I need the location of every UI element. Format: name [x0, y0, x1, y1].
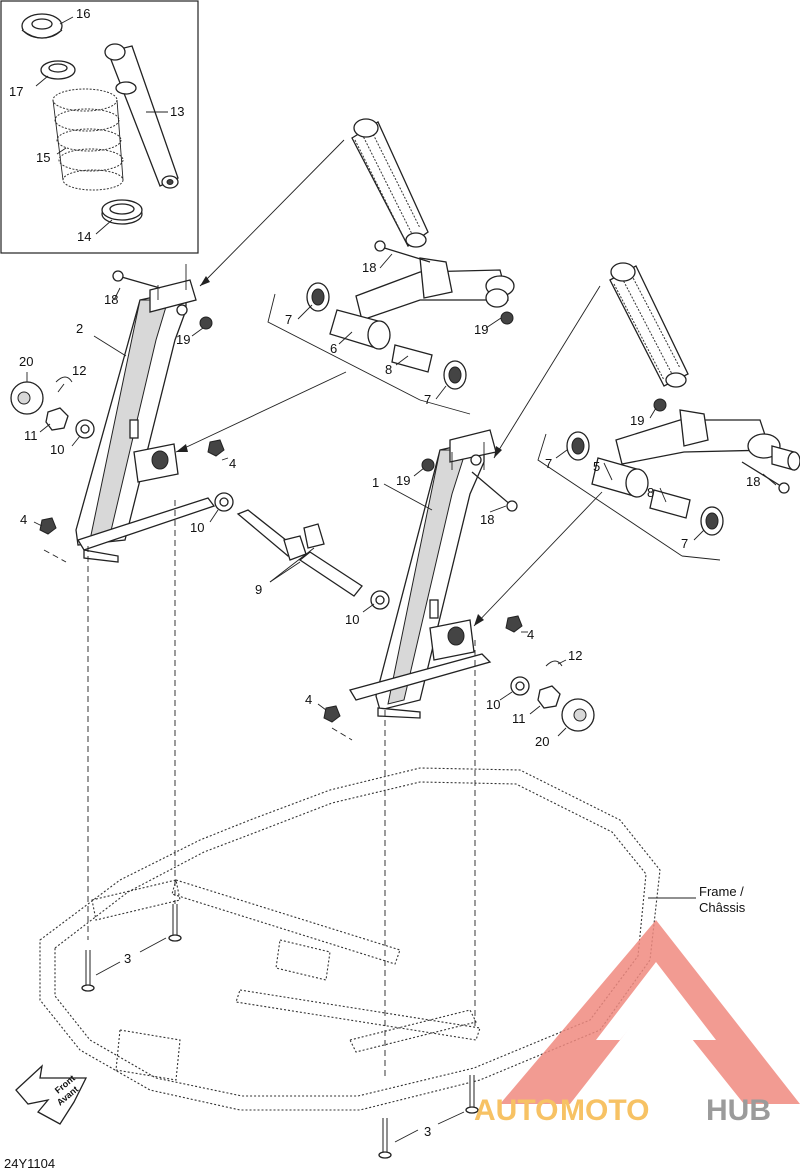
callout-5: 5 — [593, 459, 600, 474]
callout-18-upper: 18 — [362, 260, 376, 275]
frame-bolts — [81, 904, 479, 1159]
alignment-lines — [43, 500, 476, 1080]
callout-7-upper-right: 7 — [424, 392, 431, 407]
front-direction-arrow-icon: Front Avant — [15, 1064, 88, 1125]
callout-7-upper-left: 7 — [285, 312, 292, 327]
callout-6: 6 — [330, 341, 337, 356]
callout-7-right-right: 7 — [681, 536, 688, 551]
callout-7-right-left: 7 — [545, 456, 552, 471]
right-hardware — [323, 615, 595, 732]
callout-4-upper: 4 — [229, 456, 236, 471]
callout-10-left: 10 — [50, 442, 64, 457]
frame-label-fr: Châssis — [699, 900, 746, 915]
callout-12-right: 12 — [568, 648, 582, 663]
callout-11-left: 11 — [24, 428, 38, 443]
callout-8-upper: 8 — [385, 362, 392, 377]
callout-20-right: 20 — [535, 734, 549, 749]
callout-13: 13 — [170, 104, 184, 119]
callout-19-right: 19 — [630, 413, 644, 428]
callout-2: 2 — [76, 321, 83, 336]
callout-3-right: 3 — [424, 1124, 431, 1139]
coil-spring-part — [52, 88, 124, 191]
shock-absorber-part — [104, 43, 179, 189]
callout-4-lower: 4 — [305, 692, 312, 707]
callout-15: 15 — [36, 150, 50, 165]
frame-chassis-part — [39, 767, 661, 1111]
callout-11-right: 11 — [512, 711, 526, 726]
shock-detail-inset: 16 17 15 13 14 — [0, 0, 199, 254]
callout-3-left: 3 — [124, 951, 131, 966]
callout-14: 14 — [77, 229, 91, 244]
adjusting-nut-part — [101, 199, 143, 225]
callout-18-left: 18 — [104, 292, 118, 307]
callout-20-left: 20 — [19, 354, 33, 369]
right-pivot-parts — [537, 431, 724, 561]
callout-4-right: 4 — [527, 627, 534, 642]
assembly-arrows — [175, 139, 603, 627]
logo-text-hub: HUB — [706, 1094, 771, 1127]
callout-18-right: 18 — [746, 474, 760, 489]
logo-text-moto: MOTO — [560, 1094, 649, 1127]
spring-retainer-part — [21, 13, 63, 39]
callout-19-center: 19 — [396, 473, 410, 488]
callout-8-right: 8 — [647, 485, 654, 500]
callout-4-left: 4 — [20, 512, 27, 527]
callout-18-center: 18 — [480, 512, 494, 527]
cap-part-right — [561, 698, 595, 732]
upper-shock-assembly — [351, 118, 515, 325]
callout-10-upper: 10 — [190, 520, 204, 535]
left-hardware — [10, 376, 390, 610]
cap-part — [10, 381, 44, 415]
callout-10-right: 10 — [486, 697, 500, 712]
logo-text-auto: AUTO — [474, 1094, 558, 1127]
callout-1: 1 — [372, 475, 379, 490]
left-bracket-part — [75, 264, 216, 563]
callout-9: 9 — [255, 582, 262, 597]
right-bracket-part — [349, 429, 518, 719]
callout-12-left: 12 — [72, 363, 86, 378]
callout-17: 17 — [9, 84, 23, 99]
frame-label-en: Frame / — [699, 884, 744, 899]
collar-part — [40, 60, 76, 80]
callout-16: 16 — [76, 6, 90, 21]
callout-19-upper: 19 — [474, 322, 488, 337]
upper-pivot-parts — [267, 282, 471, 415]
callout-10-middle: 10 — [345, 612, 359, 627]
automotohub-logo: AUTO MOTO HUB — [474, 920, 800, 1127]
right-shock-assembly — [609, 262, 800, 494]
diagram-code: 24Y1104 — [4, 1156, 55, 1171]
callout-19-left: 19 — [176, 332, 190, 347]
